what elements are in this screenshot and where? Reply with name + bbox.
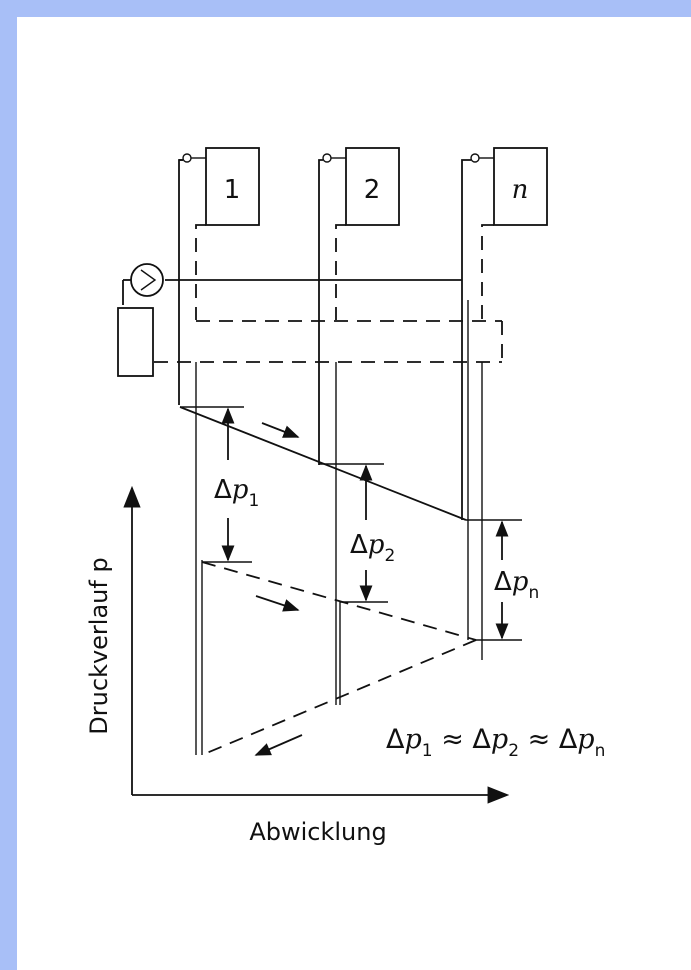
pump-icon: [130, 263, 164, 297]
projection-lines: [195, 300, 483, 755]
consumer-2-box: [345, 147, 400, 226]
flow-arrow-return: [255, 595, 300, 612]
consumer-n: n: [493, 147, 548, 226]
supply-pipe: [165, 159, 471, 520]
pressure-profile: [179, 406, 522, 756]
consumer-1: 1: [205, 147, 260, 226]
x-axis-label: Abwicklung: [249, 818, 386, 846]
equality-formula: Δp1 ≈ Δp2 ≈ Δpn: [386, 724, 605, 761]
y-axis-label: Druckverlauf p: [85, 557, 113, 734]
dp2-label: Δp2: [350, 530, 395, 566]
dp1-label: Δp1: [214, 475, 259, 511]
consumer-2-label: 2: [364, 175, 381, 205]
flow-arrow-supply: [261, 422, 300, 438]
dpn-label: Δpn: [494, 567, 539, 603]
consumer-n-label: n: [512, 175, 529, 205]
consumer-2: 2: [345, 147, 400, 226]
consumer-n-box: [493, 147, 548, 226]
boiler-box: [117, 307, 154, 377]
pump: [122, 263, 164, 305]
return-pipe: [154, 224, 503, 363]
valve-1-icon: [182, 153, 192, 163]
flow-arrow-back: [254, 734, 303, 756]
consumer-1-box: [205, 147, 260, 226]
valve-n-icon: [470, 153, 480, 163]
valve-2-icon: [322, 153, 332, 163]
consumer-1-label: 1: [224, 175, 241, 205]
